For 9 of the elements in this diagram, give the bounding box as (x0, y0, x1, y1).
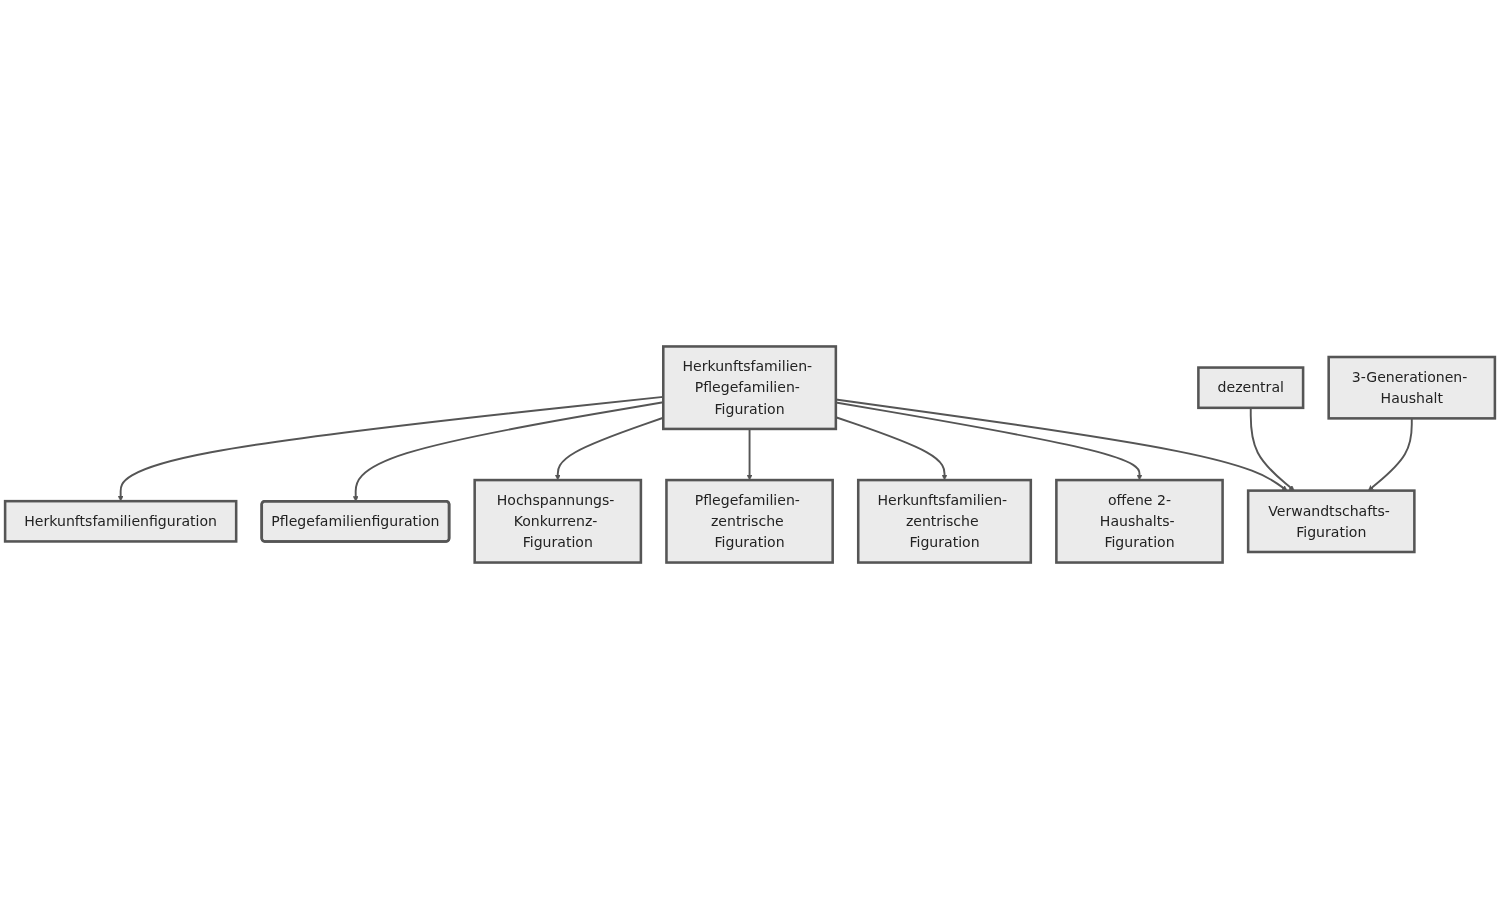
node-box: Verwandtschafts- Figuration (1246, 489, 1416, 554)
node-box: 3-Generationen- Haushalt (1327, 355, 1497, 420)
node-box: Herkunftsfamilienfiguration (3, 499, 238, 543)
node-box: Hochspannungs- Konkurrenz- Figuration (473, 478, 643, 564)
node-box: Pflegefamilien- zentrische Figuration (665, 478, 834, 564)
node-box: Herkunftsfamilien- Pflegefamilien- Figuration (662, 345, 838, 431)
node-box: Herkunftsfamilien- zentrische Figuration (856, 478, 1033, 564)
node-box: offene 2-Haushalts- Figuration (1055, 478, 1224, 564)
node-box: dezentral (1197, 366, 1305, 410)
